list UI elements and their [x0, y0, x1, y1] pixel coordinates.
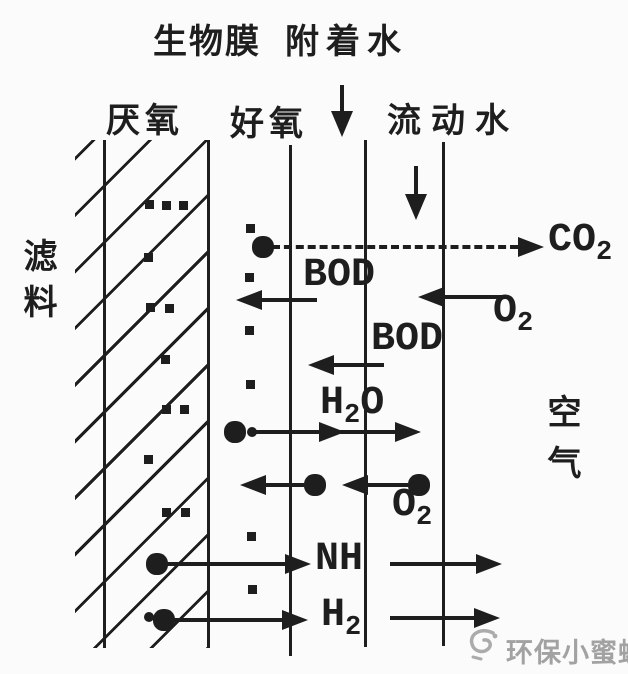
- boundary-attached-flowing-water: [364, 140, 367, 647]
- bod-upper-label: BOD: [303, 253, 376, 298]
- arrow-attached-water-down-head: [331, 111, 353, 137]
- bee-icon: [461, 626, 505, 671]
- arrow-nh-shaft: [165, 562, 291, 566]
- arrow-inner-left-shaft: [260, 483, 307, 487]
- arrow-bod-lower-shaft: [328, 363, 384, 367]
- h2-label: H2: [321, 593, 362, 643]
- biofilm-dot: [247, 427, 257, 437]
- label-aerobic: 好氧: [230, 105, 308, 143]
- filter-media-hatching: [75, 140, 210, 648]
- microbe-blob: [224, 421, 246, 443]
- arrow-co2-shaft: [272, 245, 518, 249]
- arrow-co2-head: [518, 237, 544, 257]
- boundary-anaerobic-aerobic: [207, 140, 210, 648]
- arrow-outer-left-shaft: [362, 483, 408, 487]
- biofilm-dot: [245, 326, 254, 335]
- h2o-label: H2O: [320, 381, 385, 431]
- arrow-inner-left-head: [240, 475, 266, 495]
- o2-upper-label: O2: [493, 289, 534, 339]
- biofilm-dot: [165, 304, 174, 313]
- biofilm-dot: [162, 508, 171, 517]
- arrow-h2o-head: [395, 422, 421, 442]
- boundary-flowing-water-air: [442, 142, 445, 646]
- biofilm-dot: [145, 200, 154, 209]
- watermark-text: 环保小蜜蜂: [506, 638, 628, 668]
- microbe-blob: [153, 609, 175, 631]
- biofilm-dot: [162, 405, 171, 414]
- biofilm-dot: [247, 532, 256, 541]
- biofilm-dot: [245, 273, 254, 282]
- arrow-h2-flow-head: [474, 608, 500, 628]
- arrow-h2o-mid-head: [319, 422, 345, 442]
- biofilm-dot: [146, 303, 155, 312]
- arrow-nh-flow-shaft: [390, 562, 478, 566]
- biofilm-dot: [144, 455, 153, 464]
- label-flowing-water: 流动水: [387, 102, 519, 140]
- arrow-h2-head: [282, 610, 308, 630]
- label-biofilm: 生物膜: [153, 23, 261, 61]
- diagram-title: 生物膜附着水: [153, 25, 408, 59]
- label-air: 空气: [542, 394, 580, 496]
- biofilm-dot: [144, 612, 154, 622]
- biofilm-dot: [179, 201, 188, 210]
- microbe-blob: [408, 474, 430, 496]
- arrow-o2-upper-shaft: [438, 295, 503, 299]
- label-filter-media: 滤料: [18, 238, 56, 330]
- arrow-nh-flow-head: [476, 554, 502, 574]
- boundary-media-left: [103, 140, 106, 648]
- o2-lower-label: O2: [392, 483, 433, 533]
- microbe-blob: [252, 236, 274, 258]
- biofilm-dot: [181, 508, 190, 517]
- biofilm-dot: [162, 201, 171, 210]
- biofilm-dot: [144, 253, 153, 262]
- arrow-flowing-water-down-shaft: [414, 166, 418, 198]
- arrow-bod-lower-head: [308, 355, 334, 375]
- boundary-biofilm-attached-water: [289, 145, 292, 656]
- biofilm-dot: [246, 224, 255, 233]
- microbe-blob: [146, 553, 168, 575]
- biofilm-dot: [246, 380, 255, 389]
- biofilm-dot: [180, 405, 189, 414]
- arrow-h2-shaft: [172, 618, 284, 622]
- arrow-outer-left-head: [342, 475, 368, 495]
- co2-label: CO2: [548, 218, 613, 268]
- microbe-blob: [304, 474, 326, 496]
- arrow-attached-water-down-shaft: [340, 85, 344, 115]
- arrow-nh-head: [285, 554, 311, 574]
- bod-lower-label: BOD: [371, 317, 444, 362]
- arrow-h2-flow-shaft: [390, 616, 476, 620]
- label-anaerobic: 厌氧: [106, 102, 184, 140]
- arrow-bod-upper-head: [236, 290, 262, 310]
- biofilm-dot: [161, 355, 170, 364]
- arrow-bod-upper-shaft: [256, 298, 317, 302]
- nh-label: NH: [315, 537, 364, 582]
- arrow-flowing-water-down-head: [405, 194, 427, 220]
- arrow-o2-upper-head: [418, 287, 444, 307]
- label-attached-water: 附着水: [285, 23, 408, 61]
- biofilm-dot: [248, 585, 257, 594]
